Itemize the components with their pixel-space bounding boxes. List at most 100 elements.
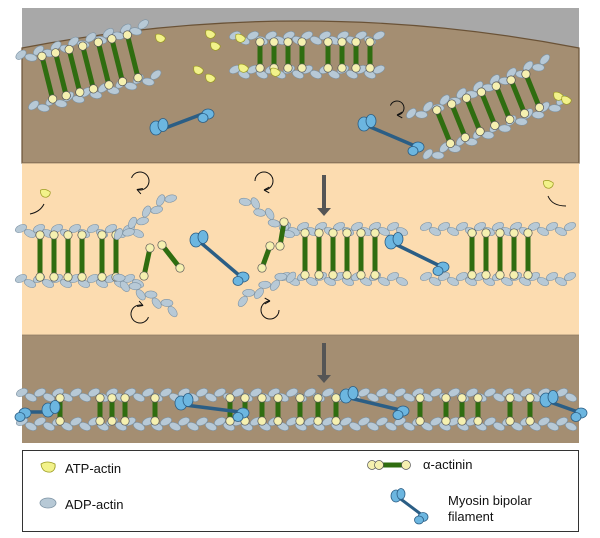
legend-atp-actin-label: ATP-actin (65, 461, 122, 476)
alpha-actinin (331, 393, 341, 426)
actinin-head (415, 416, 425, 426)
myosin-head (407, 146, 419, 156)
alpha-actinin (457, 393, 467, 426)
actinin-head (279, 217, 289, 227)
actinin-head (295, 393, 305, 403)
actinin-head (509, 228, 519, 238)
actinin-head (313, 416, 323, 426)
alpha-actinin (490, 80, 516, 126)
arrow-head (396, 111, 403, 119)
alpha-actinin (49, 230, 59, 282)
alpha-actinin (342, 228, 352, 280)
actinin-head (240, 393, 250, 403)
alpha-actinin (157, 240, 185, 273)
alpha-actinin (92, 36, 115, 91)
actinin-head (225, 393, 235, 403)
actinin-head (505, 393, 515, 403)
actinin-head (351, 37, 361, 47)
middle-down-arrow-icon (317, 175, 331, 216)
alpha-actinin (445, 98, 472, 144)
actinin-rod (109, 38, 125, 83)
myosin-rod (367, 124, 416, 148)
actinin-head (328, 228, 338, 238)
actinin-head (77, 230, 87, 240)
actinin-head (150, 416, 160, 426)
actinin-head (356, 270, 366, 280)
top-right-bundle (404, 52, 569, 162)
adp-actin-subunit (242, 288, 256, 297)
actinin-head (328, 270, 338, 280)
actinin-head (365, 37, 375, 47)
actinin-head (297, 63, 307, 73)
middle-rotation-arrow-icon (131, 171, 150, 195)
actinin-rod (523, 73, 542, 109)
actinin-head (314, 270, 324, 280)
alpha-actinin (323, 37, 333, 73)
bottom-myosin-filament (14, 400, 61, 422)
alpha-actinin (257, 241, 275, 273)
actinin-head (323, 37, 333, 47)
alpha-actinin (337, 37, 347, 73)
alpha-actinin (77, 40, 99, 95)
actinin-head (457, 393, 467, 403)
myosin-head (392, 410, 404, 420)
actinin-head (273, 393, 283, 403)
actinin-head (35, 272, 45, 282)
alpha-actinin (467, 228, 477, 280)
actinin-head (323, 63, 333, 73)
alpha-actinin (431, 104, 457, 150)
actinin-rod (493, 85, 513, 121)
actinin-rod (434, 109, 453, 145)
arrow-arc (130, 304, 149, 324)
actinin-rod (95, 41, 112, 86)
alpha-actinin (295, 393, 305, 426)
actinin-head (331, 416, 341, 426)
myosin-filament-icon (390, 488, 429, 525)
arrow-arc (389, 100, 405, 116)
middle-rotation-arrow-icon (254, 171, 274, 194)
arrow-arc (254, 171, 274, 191)
alpha-actinin (509, 228, 519, 280)
actinin-head (331, 393, 341, 403)
myosin-head (392, 232, 404, 246)
actinin-head (300, 270, 310, 280)
myosin-head (232, 412, 244, 422)
actinin-head (257, 416, 267, 426)
arrow-head (137, 300, 144, 307)
alpha-actinin (495, 228, 505, 280)
actinin-rod (66, 48, 83, 93)
middle-rotation-arrow-icon (260, 297, 280, 320)
myosin-rod (198, 240, 242, 278)
bottom-myosin-filament (174, 393, 250, 422)
myosin-head (14, 412, 26, 422)
actinin-head (55, 416, 65, 426)
actinin-head (139, 271, 149, 281)
actinin-head (255, 63, 265, 73)
alpha-actinin (63, 230, 73, 282)
alpha-actinin (273, 393, 283, 426)
top-right-myosin-filament (357, 114, 425, 156)
arrow-arc (260, 300, 280, 320)
actinin-head (63, 230, 73, 240)
actinin-head (283, 37, 293, 47)
actinin-head (95, 393, 105, 403)
alpha-actinin (481, 228, 491, 280)
actinin-head (523, 270, 533, 280)
actinin-head (295, 416, 305, 426)
alpha-actinin (269, 37, 279, 73)
top-myosin-filament (149, 108, 215, 136)
actinin-head (467, 228, 477, 238)
actinin-head (63, 272, 73, 282)
release-arrow-icon (29, 203, 45, 215)
alpha-actinin (139, 243, 155, 281)
alpha-actinin (95, 393, 105, 426)
actinin-head (523, 228, 533, 238)
arrow-arc (131, 171, 150, 191)
adp-actin-subunit (274, 272, 288, 281)
actinin-head (97, 272, 107, 282)
alpha-actinin (441, 393, 451, 426)
actinin-rod (464, 97, 483, 133)
bottom-down-arrow-icon (317, 343, 331, 383)
actinin-head (95, 416, 105, 426)
